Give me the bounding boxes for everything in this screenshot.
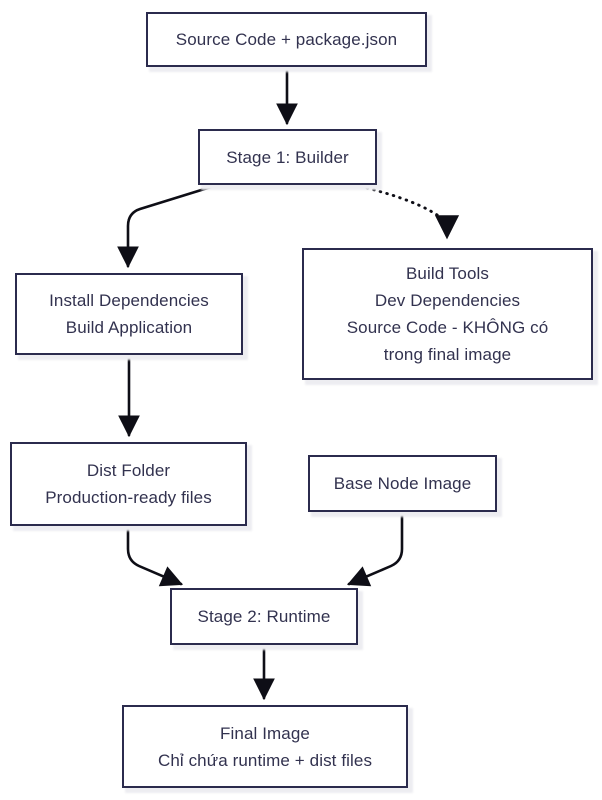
node-label: Source Code - KHÔNG có <box>346 318 549 337</box>
node-install-dependencies: Install Dependencies Build Application <box>15 273 243 355</box>
edge-builder-to-discarded <box>365 186 460 240</box>
edge-builder-to-install <box>117 185 213 269</box>
node-base-node-image: Base Node Image <box>308 455 497 512</box>
node-dist-folder: Dist Folder Production-ready files <box>10 442 247 526</box>
node-label: Dev Dependencies <box>374 291 521 310</box>
node-final-image: Final Image Chỉ chứa runtime + dist file… <box>122 705 408 788</box>
node-discarded-artifacts: Build Tools Dev Dependencies Source Code… <box>302 248 593 380</box>
edge-dist-to-runtime <box>126 526 183 587</box>
node-label: Source Code + package.json <box>175 30 398 49</box>
node-label: Dist Folder <box>86 461 171 480</box>
node-stage1-builder: Stage 1: Builder <box>198 129 377 185</box>
node-label: Final Image <box>220 723 310 743</box>
node-label: Build Tools <box>405 264 489 283</box>
node-label: Build Application <box>65 318 193 337</box>
node-label: Chỉ chứa runtime + dist files <box>157 750 373 770</box>
node-label: Stage 2: Runtime <box>197 607 331 626</box>
node-label: Stage 1: Builder <box>226 147 349 167</box>
node-label: trong final image <box>383 345 512 364</box>
node-stage2-runtime: Stage 2: Runtime <box>170 588 358 645</box>
node-label: Install Dependencies <box>49 291 209 310</box>
edge-base-to-runtime <box>347 512 404 587</box>
node-source-code: Source Code + package.json <box>146 12 427 67</box>
node-label: Production-ready files <box>45 488 212 507</box>
node-label: Base Node Image <box>333 474 472 493</box>
